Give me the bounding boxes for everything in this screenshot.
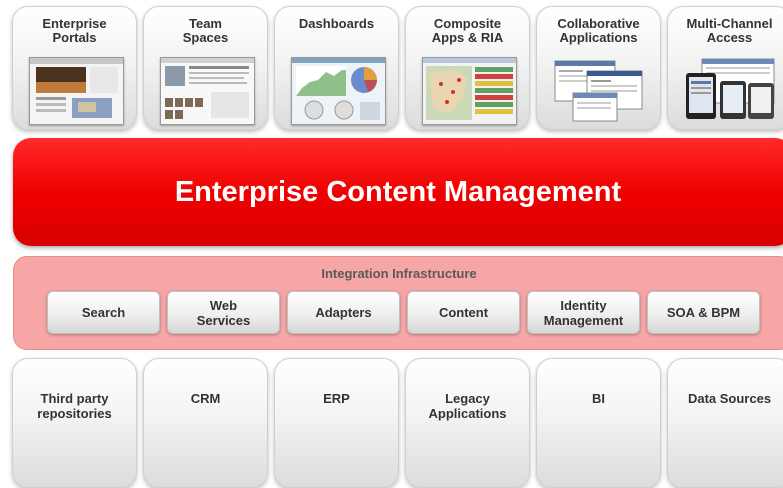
infra-item-content: Content bbox=[407, 291, 520, 334]
infra-item-adapters: Adapters bbox=[287, 291, 400, 334]
channel-label: Team Spaces bbox=[182, 16, 229, 45]
integration-infrastructure-title: Integration Infrastructure bbox=[321, 266, 477, 281]
team-spaces-screenshot-icon bbox=[160, 57, 255, 125]
source-card-legacy-apps: Legacy Applications bbox=[405, 358, 530, 488]
dashboard-screenshot-icon bbox=[291, 57, 386, 125]
channel-label: Dashboards bbox=[298, 16, 375, 31]
infra-item-web-services: Web Services bbox=[167, 291, 280, 334]
channel-card-collaborative-apps: Collaborative Applications bbox=[536, 6, 661, 130]
ecm-band: Enterprise Content Management bbox=[13, 138, 783, 246]
source-label: BI bbox=[592, 391, 605, 406]
source-card-erp: ERP bbox=[274, 358, 399, 488]
channel-label: Composite Apps & RIA bbox=[431, 16, 504, 45]
source-card-bi: BI bbox=[536, 358, 661, 488]
infra-item-identity-management: Identity Management bbox=[527, 291, 640, 334]
source-card-data-sources: Data Sources bbox=[667, 358, 783, 488]
channel-card-dashboards: Dashboards bbox=[274, 6, 399, 130]
ecm-title: Enterprise Content Management bbox=[174, 176, 622, 208]
channel-label: Collaborative Applications bbox=[557, 16, 640, 45]
source-label: ERP bbox=[323, 391, 350, 406]
channel-label: Multi-Channel Access bbox=[686, 16, 773, 45]
channel-label: Enterprise Portals bbox=[42, 16, 107, 45]
source-label: CRM bbox=[190, 391, 221, 406]
channel-card-composite-apps: Composite Apps & RIA bbox=[405, 6, 530, 130]
source-label: Third party repositories bbox=[37, 391, 112, 421]
channel-card-team-spaces: Team Spaces bbox=[143, 6, 268, 130]
source-label: Data Sources bbox=[687, 391, 772, 406]
channel-card-enterprise-portals: Enterprise Portals bbox=[12, 6, 137, 130]
source-card-crm: CRM bbox=[143, 358, 268, 488]
collaborative-apps-screenshot-icon bbox=[553, 57, 646, 123]
infra-item-soa-bpm: SOA & BPM bbox=[647, 291, 760, 334]
channel-card-multi-channel: Multi-Channel Access bbox=[667, 6, 783, 130]
portal-screenshot-icon bbox=[29, 57, 124, 125]
source-label: Legacy Applications bbox=[428, 391, 507, 421]
composite-apps-screenshot-icon bbox=[422, 57, 517, 125]
multi-channel-devices-icon bbox=[684, 57, 777, 123]
source-card-third-party: Third party repositories bbox=[12, 358, 137, 488]
infra-item-search: Search bbox=[47, 291, 160, 334]
